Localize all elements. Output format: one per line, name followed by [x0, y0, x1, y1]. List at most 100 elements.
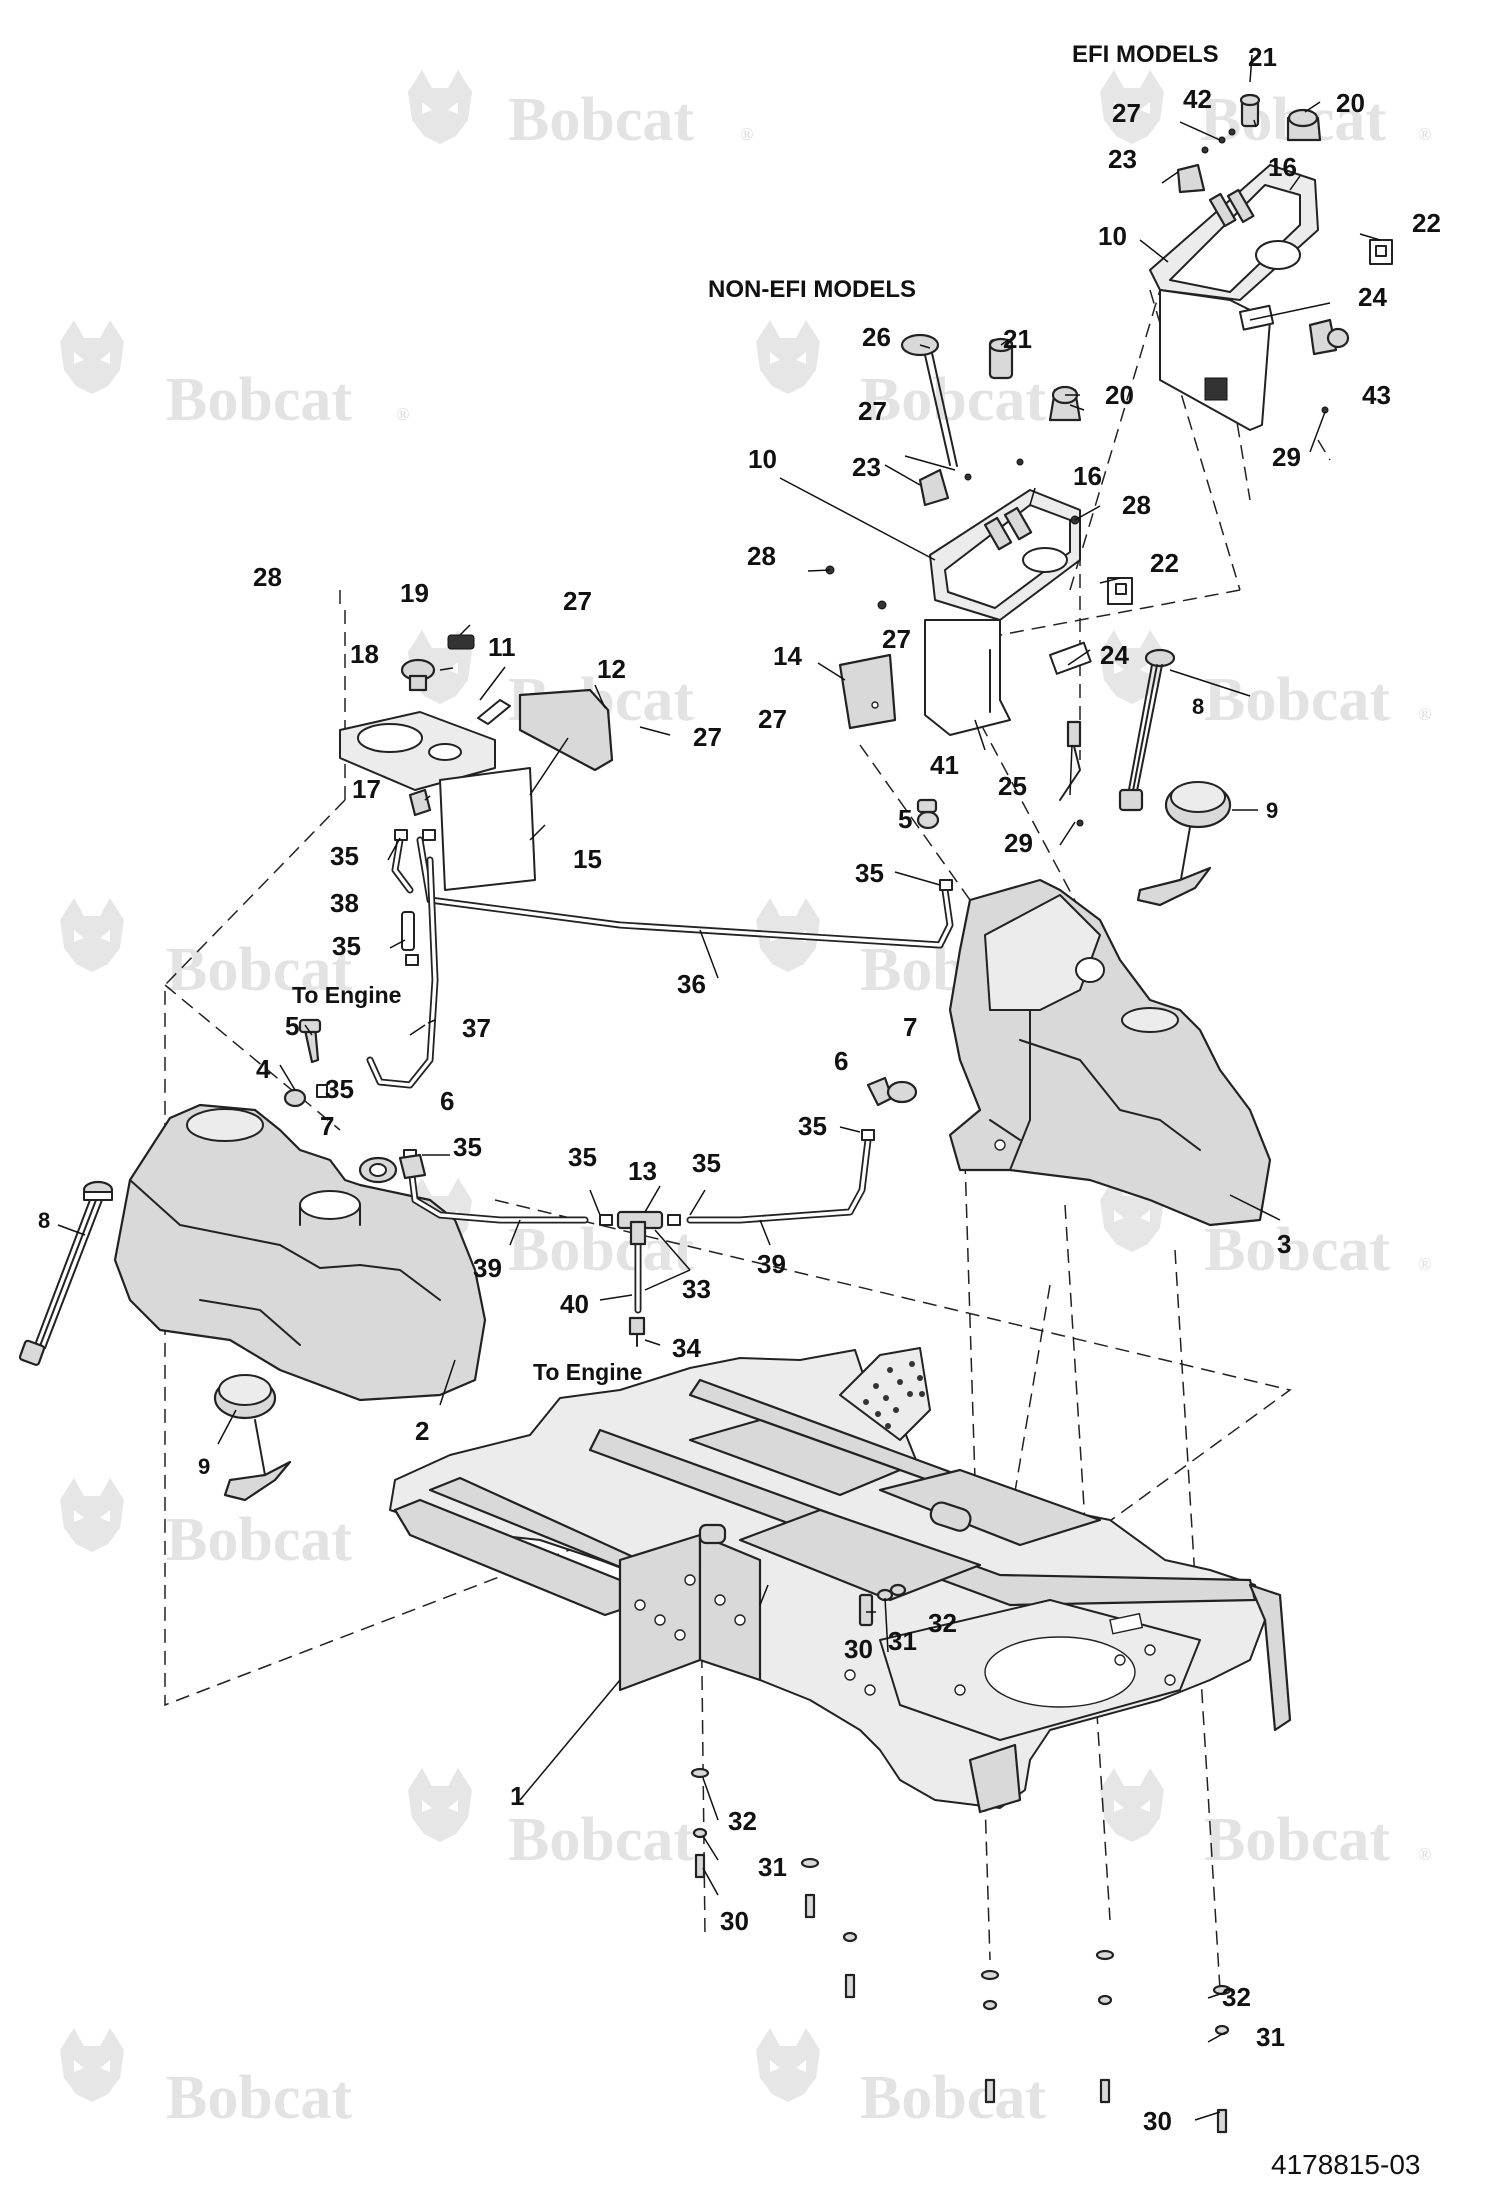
- watermark-text: Bobcat: [1204, 1216, 1390, 1284]
- callout-28-right: 28: [1122, 490, 1151, 520]
- callout-15: 15: [573, 844, 602, 874]
- watermark-text: Bobcat: [508, 86, 694, 154]
- callout-27-panel-lower: 27: [882, 624, 911, 654]
- callout-4: 4: [256, 1054, 271, 1084]
- callout-7-right: 7: [903, 1012, 917, 1042]
- callout-42: 42: [1183, 84, 1212, 114]
- drawing-number: 4178815-03: [1271, 2149, 1420, 2180]
- watermark: Bobcat: [60, 2028, 352, 2132]
- watermark: Bobcat ®: [1100, 630, 1431, 734]
- to-engine-label-center: To Engine: [533, 1359, 642, 1385]
- callout-12: 12: [597, 654, 626, 684]
- callout-14: 14: [773, 641, 802, 671]
- callout-30-center: 30: [844, 1634, 873, 1664]
- callout-32-bottom-right: 32: [1222, 1982, 1251, 2012]
- tee-fitting: [599, 1210, 681, 1246]
- callout-35-tee-left: 35: [568, 1142, 597, 1172]
- watermark: Bobcat: [756, 320, 1046, 434]
- non-efi-controls: [825, 333, 1084, 827]
- valves: [283, 798, 940, 1184]
- watermark: Bobcat ®: [60, 320, 409, 434]
- callout-9-left: 9: [198, 1454, 210, 1479]
- fuel-gauge-left: [18, 1180, 114, 1366]
- watermark: Bobcat: [60, 898, 352, 1004]
- to-engine-label-left: To Engine: [292, 982, 401, 1008]
- callout-30-bottom-right: 30: [1143, 2106, 1172, 2136]
- callout-5-left: 5: [285, 1011, 299, 1041]
- callout-22-efi: 22: [1412, 208, 1441, 238]
- callout-35-valve-right: 35: [798, 1111, 827, 1141]
- callout-33: 33: [682, 1274, 711, 1304]
- callout-28-center: 28: [747, 541, 776, 571]
- callout-27-left-console: 27: [563, 586, 592, 616]
- watermark-registered-mark: ®: [1418, 124, 1431, 144]
- non-efi-panel: [838, 489, 1133, 736]
- callout-16-efi: 16: [1268, 152, 1297, 182]
- watermark: Bobcat ®: [1100, 1178, 1431, 1284]
- fuel-cap-left: [213, 1374, 292, 1502]
- efi-panel: [1149, 93, 1393, 431]
- watermark: Bobcat ®: [408, 70, 753, 154]
- leader-lines: [57, 54, 1381, 2121]
- callout-41: 41: [930, 750, 959, 780]
- callout-7-left: 7: [320, 1111, 334, 1141]
- bottom-bolts: [690, 1767, 1232, 2134]
- watermark-text: Bobcat: [860, 366, 1046, 434]
- callout-39-left: 39: [473, 1253, 502, 1283]
- efi-models-heading: EFI MODELS: [1072, 41, 1219, 68]
- callout-35-tank-right: 35: [855, 858, 884, 888]
- watermark: Bobcat ®: [1100, 1768, 1431, 1874]
- watermark-text: Bobcat: [508, 1216, 694, 1284]
- watermark: Bobcat: [60, 1478, 352, 1574]
- callout-20-non-efi: 20: [1105, 380, 1134, 410]
- callout-26: 26: [862, 322, 891, 352]
- left-fuel-tank: [113, 1103, 487, 1402]
- watermark-text: Bobcat: [1204, 666, 1390, 734]
- watermark: Bobcat ®: [1100, 70, 1431, 154]
- callout-24-efi: 24: [1358, 282, 1387, 312]
- callout-31-bottom-left: 31: [758, 1852, 787, 1882]
- callout-35-hose-left: 35: [332, 931, 361, 961]
- watermark-registered-mark: ®: [740, 124, 753, 144]
- callout-17: 17: [352, 774, 381, 804]
- callout-25: 25: [998, 771, 1027, 801]
- watermark-registered-mark: ®: [396, 404, 409, 424]
- callout-31-bottom-right: 31: [1256, 2022, 1285, 2052]
- callout-10-non-efi: 10: [748, 444, 777, 474]
- main-frame: [389, 1347, 1292, 1814]
- hose-clamps: [316, 829, 953, 1161]
- callout-20-efi: 20: [1336, 88, 1365, 118]
- callout-11: 11: [488, 632, 516, 662]
- callout-18: 18: [350, 639, 379, 669]
- callout-6-right: 6: [834, 1046, 848, 1076]
- callout-32-bottom-left: 32: [728, 1806, 757, 1836]
- watermark-text: Bobcat: [1204, 1806, 1390, 1874]
- watermark-text: Bobcat: [166, 1506, 352, 1574]
- callout-6-left: 6: [440, 1086, 454, 1116]
- watermark-text: Bobcat: [166, 936, 352, 1004]
- callout-35-tank-left: 35: [325, 1074, 354, 1104]
- watermark-registered-mark: ®: [1418, 1254, 1431, 1274]
- callout-numbers: 1 2 3 4 5 5 6 6 7 7 8 8 9 9 10 10 11 12 …: [38, 42, 1441, 2136]
- callout-9-right: 9: [1266, 798, 1278, 823]
- callout-32-center: 32: [928, 1608, 957, 1638]
- callout-31-center: 31: [888, 1626, 917, 1656]
- watermark: Bobcat: [408, 1178, 694, 1284]
- callout-35-console: 35: [330, 841, 359, 871]
- callout-34: 34: [672, 1333, 701, 1363]
- callout-35-tee-right: 35: [692, 1148, 721, 1178]
- watermark: Bobcat: [408, 1768, 694, 1874]
- callout-13: 13: [628, 1156, 657, 1186]
- callout-3: 3: [1277, 1229, 1291, 1259]
- callout-30-bottom-left: 30: [720, 1906, 749, 1936]
- callout-29-efi: 29: [1272, 442, 1301, 472]
- watermark-text: Bobcat: [860, 2064, 1046, 2132]
- right-fuel-tank: [948, 878, 1272, 1227]
- callout-35-valve-left: 35: [453, 1132, 482, 1162]
- watermark-text: Bobcat: [166, 366, 352, 434]
- callout-22-non-efi: 22: [1150, 548, 1179, 578]
- callout-8-left: 8: [38, 1208, 50, 1233]
- callout-23-non-efi: 23: [852, 452, 881, 482]
- watermark-registered-mark: ®: [1418, 1844, 1431, 1864]
- non-efi-models-heading: NON-EFI MODELS: [708, 276, 916, 303]
